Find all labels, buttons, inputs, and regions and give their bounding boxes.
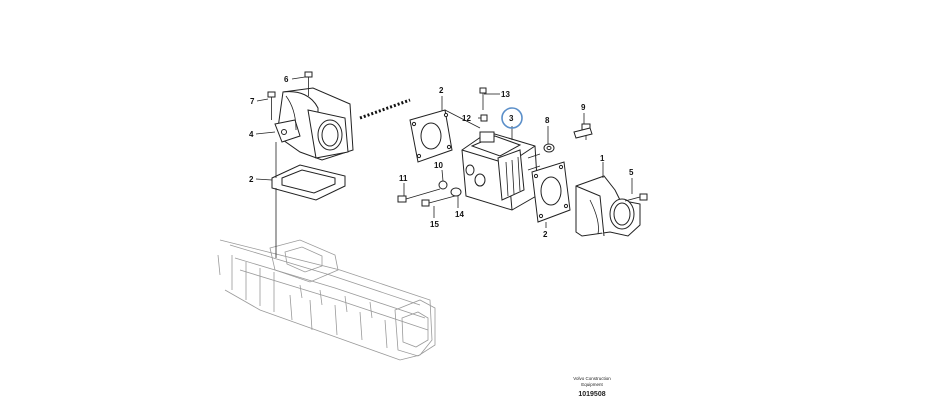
bolt-part-7 [267, 91, 276, 120]
exhaust-elbow-part [274, 87, 354, 161]
label-part-10: 10 [434, 161, 443, 170]
sensor-part-9 [573, 123, 593, 140]
label-part-15: 15 [430, 220, 439, 229]
label-part-7: 7 [250, 97, 255, 106]
nut-part-8 [543, 143, 555, 153]
gasket-upper-middle-part [409, 109, 453, 163]
gasket-lower-left-part [271, 164, 346, 201]
outlet-pipe-part [575, 175, 641, 237]
nut-part-14 [450, 187, 462, 197]
label-part-12: 12 [462, 114, 471, 123]
washer-part-10 [438, 180, 448, 190]
label-part-9: 9 [581, 103, 586, 112]
bolt-part-5 [624, 193, 648, 202]
footer-drawing-number: 1019508 [578, 391, 605, 398]
label-part-2-upper: 2 [439, 86, 444, 95]
label-part-11: 11 [399, 174, 408, 183]
bolt-part-12 [480, 114, 488, 122]
exhaust-brake-body-part [461, 131, 541, 211]
label-part-13: 13 [501, 90, 510, 99]
leader-lines [255, 76, 633, 258]
gasket-right-part [531, 161, 571, 223]
highlight-circle [501, 107, 523, 129]
part-labels: 6 7 4 2 2 13 12 3 8 9 1 5 10 11 14 15 2 [249, 75, 634, 239]
drawing-footer: Volvo Construction Equipment 1019508 [573, 376, 611, 398]
label-part-4: 4 [249, 130, 254, 139]
engine-block-outline [217, 239, 436, 361]
bolt-part-11 [397, 188, 441, 203]
label-part-3: 3 [509, 114, 514, 123]
label-part-5: 5 [629, 168, 634, 177]
label-part-6: 6 [284, 75, 289, 84]
label-part-2-right: 2 [543, 230, 548, 239]
label-part-1: 1 [600, 154, 605, 163]
bolt-part-15 [421, 195, 456, 207]
footer-company-line: Volvo Construction [573, 376, 611, 381]
footer-company-line-2: Equipment [581, 382, 603, 387]
label-part-8: 8 [545, 116, 550, 125]
label-part-14: 14 [455, 210, 464, 219]
dashed-alignment-line [359, 98, 411, 120]
label-part-2-lower-left: 2 [249, 175, 254, 184]
bolt-part-6 [304, 71, 313, 96]
bolt-part-13 [479, 87, 487, 110]
